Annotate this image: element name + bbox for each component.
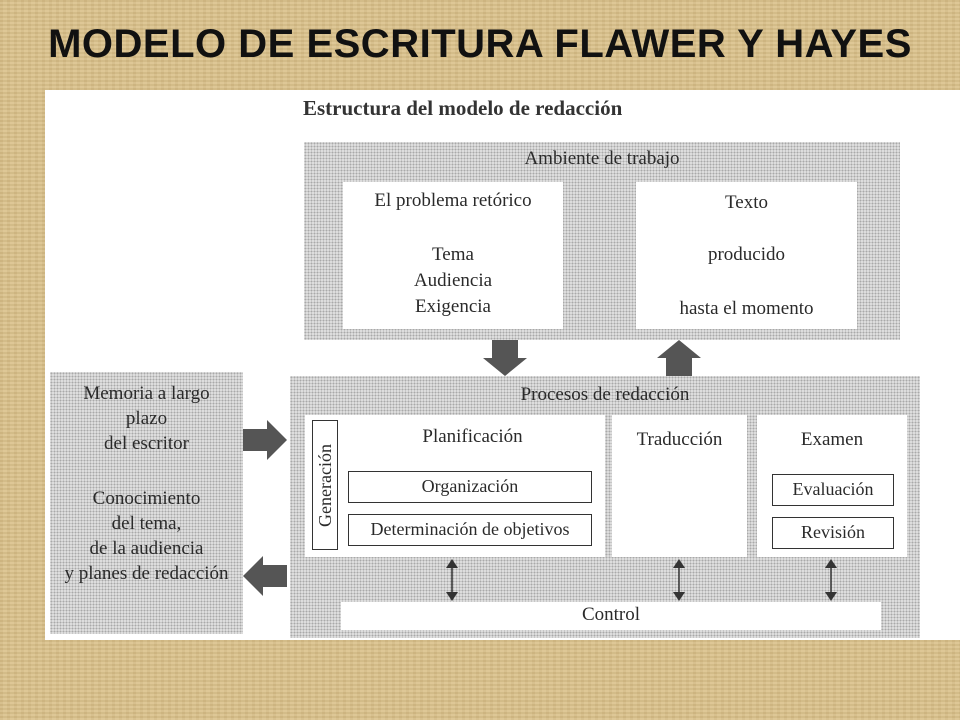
right-arrow-icon [243, 420, 287, 460]
problema-item-exigencia: Exigencia [415, 296, 491, 317]
problema-box [343, 182, 563, 329]
problema-title: El problema retórico [374, 190, 532, 211]
double-arrow-icon-1 [446, 559, 458, 601]
procesos-label: Procesos de redacción [520, 384, 690, 405]
objetivos-box: Determinación de objetivos [348, 514, 592, 546]
double-arrow-icon-3 [825, 559, 837, 601]
planificacion-label: Planificación [422, 426, 523, 447]
memoria-panel [50, 372, 243, 634]
texto-line-1: Texto [725, 192, 768, 213]
conocimiento-line-2: del tema, [111, 513, 182, 534]
up-arrow-icon [657, 340, 701, 376]
memoria-line-3: del escritor [104, 433, 189, 454]
diagram-heading: Estructura del modelo de redacción [303, 96, 623, 120]
problema-item-tema: Tema [432, 244, 474, 265]
generacion-label: Generación [314, 443, 335, 527]
texto-line-2: producido [707, 244, 786, 265]
examen-label: Examen [800, 429, 864, 450]
traduccion-label: Traducción [636, 429, 723, 450]
memoria-line-1: Memoria a largo [83, 383, 210, 404]
double-arrow-icon-2 [673, 559, 685, 601]
control-box [341, 602, 881, 630]
ambiente-label: Ambiente de trabajo [524, 148, 680, 169]
traduccion-box [612, 415, 747, 557]
conocimiento-line-3: de la audiencia [89, 538, 204, 559]
diagram-scan: Estructura del modelo de redacción Ambie… [45, 90, 960, 640]
conocimiento-line-4: y planes de redacción [64, 563, 229, 584]
slide-title: MODELO DE ESCRITURA FLAWER Y HAYES [48, 22, 912, 66]
organizacion-box: Organización [348, 471, 592, 503]
problema-item-audiencia: Audiencia [413, 270, 493, 291]
texto-line-3: hasta el momento [679, 298, 814, 319]
evaluacion-box: Evaluación [772, 474, 894, 506]
left-arrow-icon [243, 556, 287, 596]
control-label: Control [581, 604, 641, 625]
revision-box: Revisión [772, 517, 894, 549]
generacion-box: Generación [312, 420, 338, 550]
memoria-line-2: plazo [125, 408, 168, 429]
conocimiento-line-1: Conocimiento [92, 488, 201, 509]
texto-box [636, 182, 857, 329]
down-arrow-icon [483, 340, 527, 376]
